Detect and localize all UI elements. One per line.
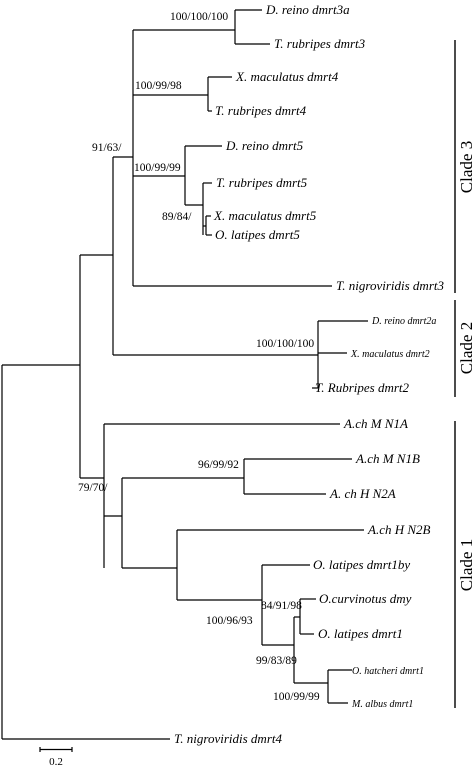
leaf-o-latipes-dmrt1by: O. latipes dmrt1by: [313, 557, 410, 572]
clade-brackets: Clade 3 Clade 2 Clade 1: [454, 40, 474, 708]
clade1-label: Clade 1: [457, 539, 474, 591]
leaf-t-nigroviridis-dmrt4: T. nigroviridis dmrt4: [174, 731, 282, 746]
leaf-ach-m-n1a: A.ch M N1A: [343, 416, 408, 431]
support-dmrt5-inner-node: 89/84/: [162, 211, 192, 223]
leaf-ach-m-n1b: A.ch M N1B: [355, 451, 420, 466]
scale-bar-label: 0.2: [49, 756, 63, 767]
support-dmy-node: 84/91/98: [261, 600, 302, 612]
clade3-label: Clade 3: [457, 141, 474, 193]
leaf-o-hatcheri-dmrt1: O. hatcheri dmrt1: [352, 666, 424, 677]
leaf-ach-h-n2a: A. ch H N2A: [329, 486, 396, 501]
support-dmrt5-node: 100/99/99: [134, 162, 181, 174]
support-ach-n1b-n2a-node: 96/99/92: [198, 459, 239, 471]
leaf-o-latipes-dmrt1: O. latipes dmrt1: [318, 626, 403, 641]
leaf-x-maculatus-dmrt5: X. maculatus dmrt5: [213, 208, 317, 223]
support-dmrt3-node: 100/100/100: [170, 11, 228, 23]
leaf-t-rubripes-dmrt5: T. rubripes dmrt5: [216, 175, 308, 190]
leaf-d-reino-dmrt2a: D. reino dmrt2a: [371, 316, 436, 327]
support-values: 100/100/100 100/99/98 91/63/ 100/99/99 8…: [78, 11, 320, 703]
support-clade2-node: 100/100/100: [256, 338, 314, 350]
leaf-d-reino-dmrt5: D. reino dmrt5: [225, 138, 304, 153]
scale-bar-line: [39, 747, 73, 752]
leaf-t-rubripes-dmrt4: T. rubripes dmrt4: [215, 103, 307, 118]
leaf-t-rubripes-dmrt2: T. Rubripes dmrt2: [315, 380, 410, 395]
leaf-labels: D. reino dmrt3a T. rubripes dmrt3 X. mac…: [174, 2, 444, 746]
clade2-label: Clade 2: [457, 322, 474, 374]
support-clade3-node: 91/63/: [92, 142, 122, 154]
leaf-o-curvinotus-dmy: O.curvinotus dmy: [319, 591, 412, 606]
tree-branches: [1, 9, 368, 740]
support-clade1-node: 79/70/: [78, 482, 108, 494]
support-dmrt4-node: 100/99/98: [135, 80, 182, 92]
scale-bar: 0.2: [39, 747, 73, 767]
leaf-t-rubripes-dmrt3: T. rubripes dmrt3: [274, 36, 366, 51]
leaf-t-nigroviridis-dmrt3: T. nigroviridis dmrt3: [336, 278, 444, 293]
support-dmrt1-node: 99/83/89: [256, 655, 297, 667]
support-hatcheri-albus-node: 100/99/99: [273, 691, 320, 703]
leaf-ach-h-n2b: A.ch H N2B: [367, 522, 431, 537]
leaf-x-maculatus-dmrt4: X. maculatus dmrt4: [235, 69, 339, 84]
leaf-m-albus-dmrt1: M. albus dmrt1: [351, 699, 413, 710]
leaf-d-reino-dmrt3a: D. reino dmrt3a: [265, 2, 350, 17]
support-dmrt1-outer-node: 100/96/93: [206, 615, 253, 627]
leaf-x-maculatus-dmrt2: X. maculatus dmrt2: [350, 349, 430, 360]
leaf-o-latipes-dmrt5: O. latipes dmrt5: [215, 227, 300, 242]
